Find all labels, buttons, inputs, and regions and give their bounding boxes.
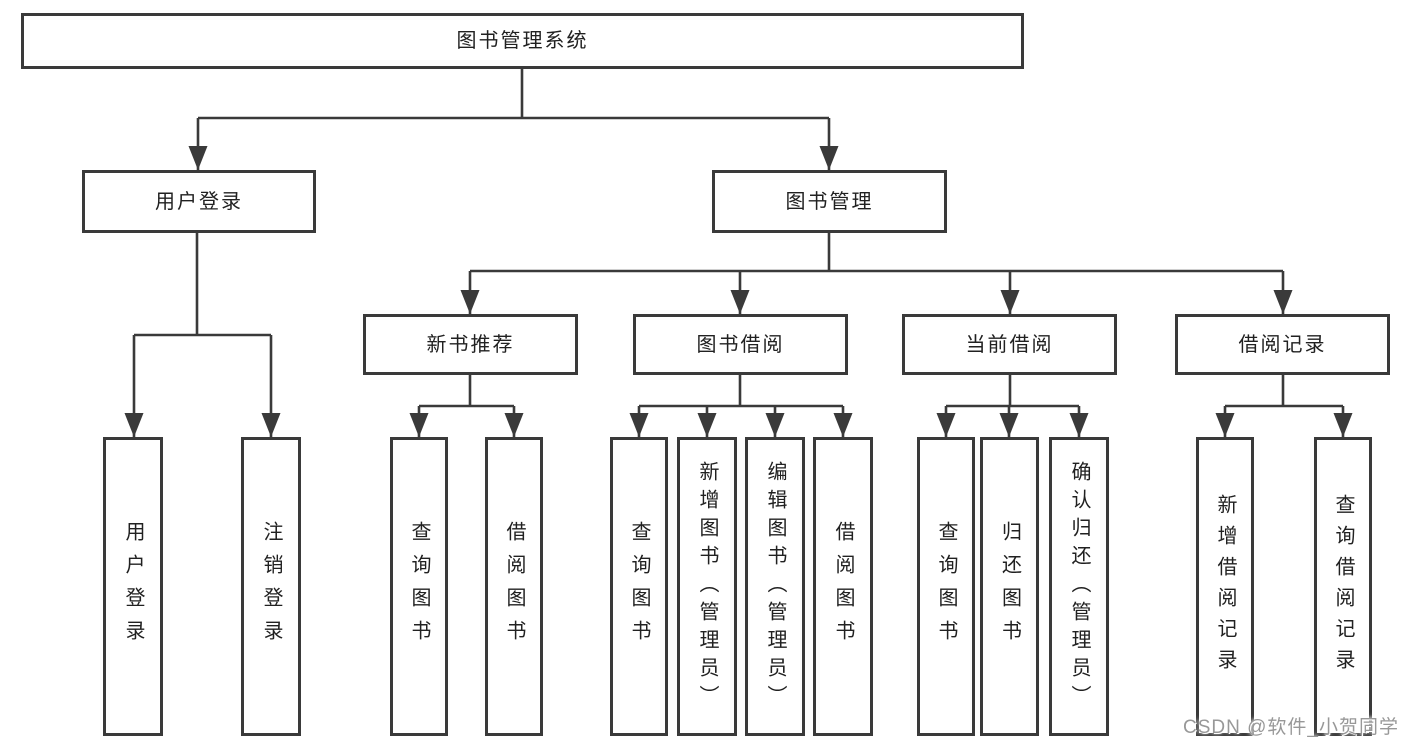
leaf-return-books: 归还图书: [980, 437, 1039, 736]
leaf-query-books-3: 查询图书: [917, 437, 975, 736]
leaf-query-books-2: 查询图书: [610, 437, 668, 736]
node-book-management: 图书管理: [712, 170, 947, 233]
node-new-book-recommend: 新书推荐: [363, 314, 578, 375]
leaf-edit-book-admin: 编辑图书（管理员）: [745, 437, 805, 736]
leaf-add-borrow-record: 新增借阅记录: [1196, 437, 1254, 736]
node-user-login: 用户登录: [82, 170, 316, 233]
leaf-query-books-1: 查询图书: [390, 437, 448, 736]
leaf-query-borrow-record: 查询借阅记录: [1314, 437, 1372, 736]
leaf-logout: 注销登录: [241, 437, 301, 736]
node-library-management-system: 图书管理系统: [21, 13, 1024, 69]
leaf-user-login: 用户登录: [103, 437, 163, 736]
node-borrowing-records: 借阅记录: [1175, 314, 1390, 375]
node-book-borrowing: 图书借阅: [633, 314, 848, 375]
leaf-confirm-return-admin: 确认归还（管理员）: [1049, 437, 1109, 736]
node-current-borrowing: 当前借阅: [902, 314, 1117, 375]
leaf-borrow-books-2: 借阅图书: [813, 437, 873, 736]
connector-rails: [134, 69, 1343, 408]
watermark-csdn: CSDN @软件_小贺同学: [1183, 717, 1399, 738]
leaf-borrow-books-1: 借阅图书: [485, 437, 543, 736]
leaf-add-book-admin: 新增图书（管理员）: [677, 437, 737, 736]
